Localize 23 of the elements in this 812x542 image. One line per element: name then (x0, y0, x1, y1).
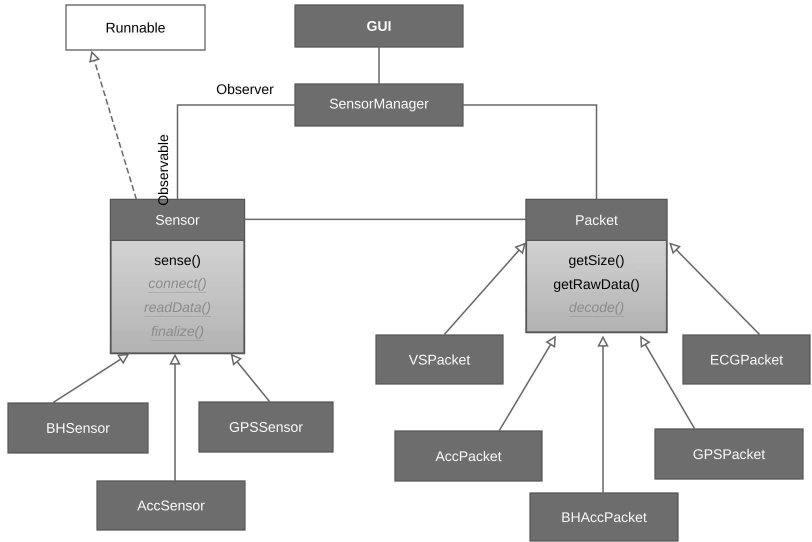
class-box: AccPacket (394, 430, 543, 482)
class-box: SensorManager (294, 83, 464, 127)
class-name: Packet (576, 214, 618, 226)
abstract-method: connect() (148, 278, 207, 293)
method-name: sense() (154, 254, 200, 268)
class-box: AccSensor (96, 480, 246, 531)
class-box: VSPacket (375, 334, 504, 385)
association-line (378, 48, 380, 84)
class-box: BHSensor (7, 402, 149, 454)
association-line (464, 104, 598, 200)
method-name: getRawData() (554, 278, 639, 292)
role-label: Observable (158, 134, 168, 206)
class-box: Runnable (65, 4, 206, 51)
class-box: ECGPacket (682, 334, 811, 385)
method-name: getSize() (569, 254, 624, 268)
class-box: BHAccPacket (529, 492, 679, 542)
class-box: GPSSensor (198, 401, 334, 453)
class-box: GUI (294, 4, 464, 48)
class-name: Sensor (156, 214, 200, 225)
class-box: GPSPacket (654, 428, 804, 480)
association-line (176, 104, 294, 200)
association-line (244, 218, 526, 220)
role-label: Observer (216, 84, 274, 94)
